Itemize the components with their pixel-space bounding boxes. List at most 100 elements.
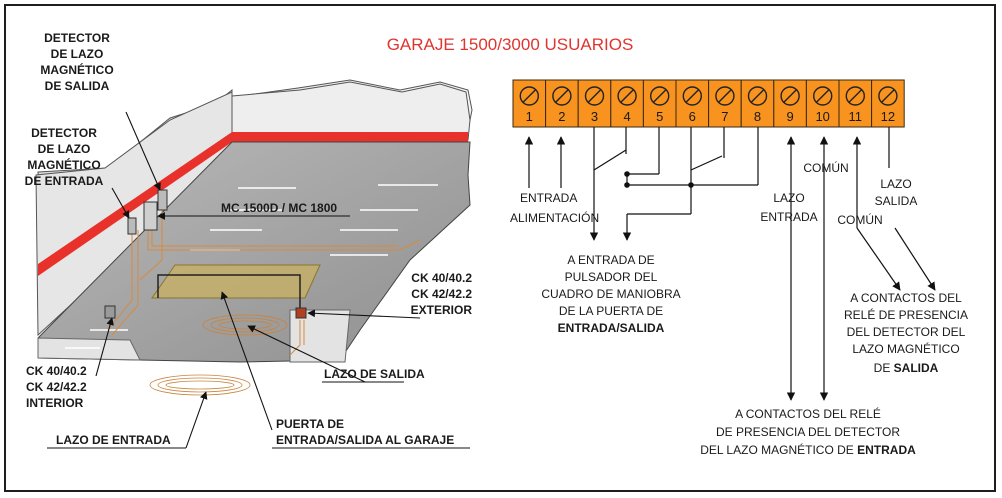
terminal-10: 10 [805, 79, 840, 128]
svg-text:DETECTOR: DETECTOR [44, 31, 110, 45]
svg-text:DE PRESENCIA DEL DETECTOR: DE PRESENCIA DEL DETECTOR [716, 425, 900, 439]
floor-front-edge [37, 337, 141, 361]
svg-text:LAZO MAGNÉTICO: LAZO MAGNÉTICO [852, 341, 959, 356]
terminal-12: 12 [871, 79, 905, 128]
terminal-3: 3 [577, 79, 612, 128]
label-detector-exit: DETECTOR DE LAZO MAGNÉTICO DE SALIDA [40, 31, 113, 93]
label-contactos-entrada: A CONTACTOS DEL RELÉ DE PRESENCIA DEL DE… [700, 406, 916, 457]
terminal-number: 8 [754, 109, 761, 124]
svg-text:MAGNÉTICO: MAGNÉTICO [27, 157, 100, 172]
terminal-11: 11 [838, 79, 873, 128]
terminal-9: 9 [773, 79, 807, 128]
label-ck-interior: CK 40/40.2 CK 42/42.2 INTERIOR [26, 364, 87, 410]
svg-text:CUADRO DE MANIOBRA: CUADRO DE MANIOBRA [541, 287, 680, 301]
garage-right-wall [231, 81, 471, 141]
callout-detector-entry [111, 187, 130, 219]
svg-text:ENTRADA/SALIDA: ENTRADA/SALIDA [558, 321, 665, 335]
label-contactos-salida: A CONTACTOS DEL RELÉ DE PRESENCIA DEL DE… [844, 291, 968, 375]
terminal-7: 7 [708, 79, 742, 128]
svg-text:DE LA PUERTA DE: DE LA PUERTA DE [559, 304, 663, 318]
callout-ck-exterior [307, 309, 421, 319]
label-mc-model: MC 1500D / MC 1800 [221, 201, 337, 215]
svg-text:A CONTACTOS DEL RELÉ: A CONTACTOS DEL RELÉ [735, 406, 881, 421]
terminal-number: 2 [558, 109, 565, 124]
label-lazo-entrada: LAZO ENTRADA [760, 191, 817, 224]
red-stripe-back [232, 132, 468, 142]
terminal-number: 4 [623, 109, 630, 124]
label-loop-exit: LAZO DE SALIDA [324, 367, 425, 381]
svg-text:RELÉ DE PRESENCIA: RELÉ DE PRESENCIA [844, 307, 968, 322]
callout-detector-exit [125, 111, 161, 191]
terminal-number: 9 [786, 109, 793, 124]
detector-exit-box [157, 189, 168, 211]
label-comun-2: COMÚN [837, 212, 882, 227]
svg-text:DE ENTRADA: DE ENTRADA [25, 174, 104, 188]
svg-text:DE SALIDA: DE SALIDA [45, 79, 110, 93]
svg-text:DETECTOR: DETECTOR [31, 126, 97, 140]
label-loop-entry: LAZO DE ENTRADA [56, 433, 171, 447]
ck-exterior-button [295, 307, 307, 319]
svg-text:CK 40/40.2: CK 40/40.2 [26, 364, 87, 378]
terminal-8: 8 [740, 79, 775, 128]
mc-panel-box [143, 201, 158, 231]
svg-text:MAGNÉTICO: MAGNÉTICO [40, 62, 113, 77]
svg-text:PUERTA DE: PUERTA DE [276, 417, 344, 431]
callout-gate [220, 291, 273, 431]
svg-text:CK 40/40.2: CK 40/40.2 [411, 271, 472, 285]
terminal-number: 10 [815, 109, 829, 124]
terminal-number: 3 [591, 109, 598, 124]
terminal-number: 5 [656, 109, 663, 124]
svg-text:DE SALIDA: DE SALIDA [874, 361, 939, 375]
red-stripe-left [38, 132, 232, 276]
svg-text:A CONTACTOS DEL: A CONTACTOS DEL [850, 291, 962, 305]
label-alimentacion: ALIMENTACIÓN [510, 210, 599, 225]
label-lazo-salida: LAZO SALIDA [875, 177, 918, 208]
label-ck-exterior: CK 40/40.2 CK 42/42.2 EXTERIOR [411, 271, 473, 317]
ck-interior-button [104, 305, 116, 319]
label-pulsador: A ENTRADA DE PULSADOR DEL CUADRO DE MANI… [541, 253, 680, 335]
svg-text:INTERIOR: INTERIOR [26, 396, 84, 410]
svg-text:LAZO: LAZO [773, 191, 804, 205]
callout-loop-entry [185, 391, 208, 449]
svg-text:LAZO: LAZO [880, 177, 911, 191]
svg-text:DEL LAZO MAGNÉTICO DE ENTRADA: DEL LAZO MAGNÉTICO DE ENTRADA [700, 442, 916, 457]
callout-loop-exit [247, 325, 366, 383]
detector-entry-box [127, 217, 137, 235]
loop-coils [149, 314, 288, 396]
terminal-4: 4 [610, 79, 644, 128]
gate-frame [157, 274, 301, 310]
svg-text:ENTRADA: ENTRADA [760, 210, 817, 224]
diagram-title: GARAJE 1500/3000 USUARIOS [387, 35, 634, 54]
label-gate: PUERTA DE ENTRADA/SALIDA AL GARAJE [276, 417, 454, 447]
svg-text:PULSADOR DEL: PULSADOR DEL [565, 270, 658, 284]
callout-ck-interior [95, 317, 114, 377]
svg-text:CK 42/42.2: CK 42/42.2 [411, 287, 472, 301]
svg-text:A ENTRADA DE: A ENTRADA DE [567, 253, 654, 267]
garage-gate [151, 264, 321, 299]
terminal-number: 7 [721, 109, 728, 124]
terminal-1: 1 [512, 79, 547, 128]
wiring-lines [524, 127, 936, 401]
terminal-number: 11 [849, 109, 863, 124]
svg-text:CK 42/42.2: CK 42/42.2 [26, 380, 87, 394]
svg-text:SALIDA: SALIDA [875, 194, 918, 208]
label-detector-entry: DETECTOR DE LAZO MAGNÉTICO DE ENTRADA [25, 126, 104, 188]
garage-floor [37, 141, 471, 363]
terminal-number: 1 [526, 109, 533, 124]
wall-wiring [107, 200, 421, 356]
terminal-2: 2 [545, 79, 579, 128]
garage-illustration [35, 79, 473, 449]
svg-text:DEL DETECTOR DEL: DEL DETECTOR DEL [847, 325, 966, 339]
label-entrada: ENTRADA [520, 191, 577, 205]
svg-text:DE LAZO: DE LAZO [38, 142, 91, 156]
svg-text:DE LAZO: DE LAZO [51, 47, 104, 61]
svg-text:ENTRADA/SALIDA AL GARAJE: ENTRADA/SALIDA AL GARAJE [276, 433, 454, 447]
terminal-number: 12 [881, 109, 895, 124]
svg-text:EXTERIOR: EXTERIOR [411, 303, 473, 317]
terminal-6: 6 [675, 79, 710, 128]
terminal-number: 6 [689, 109, 696, 124]
terminal-5: 5 [642, 79, 677, 128]
label-comun-1: COMÚN [803, 160, 848, 175]
